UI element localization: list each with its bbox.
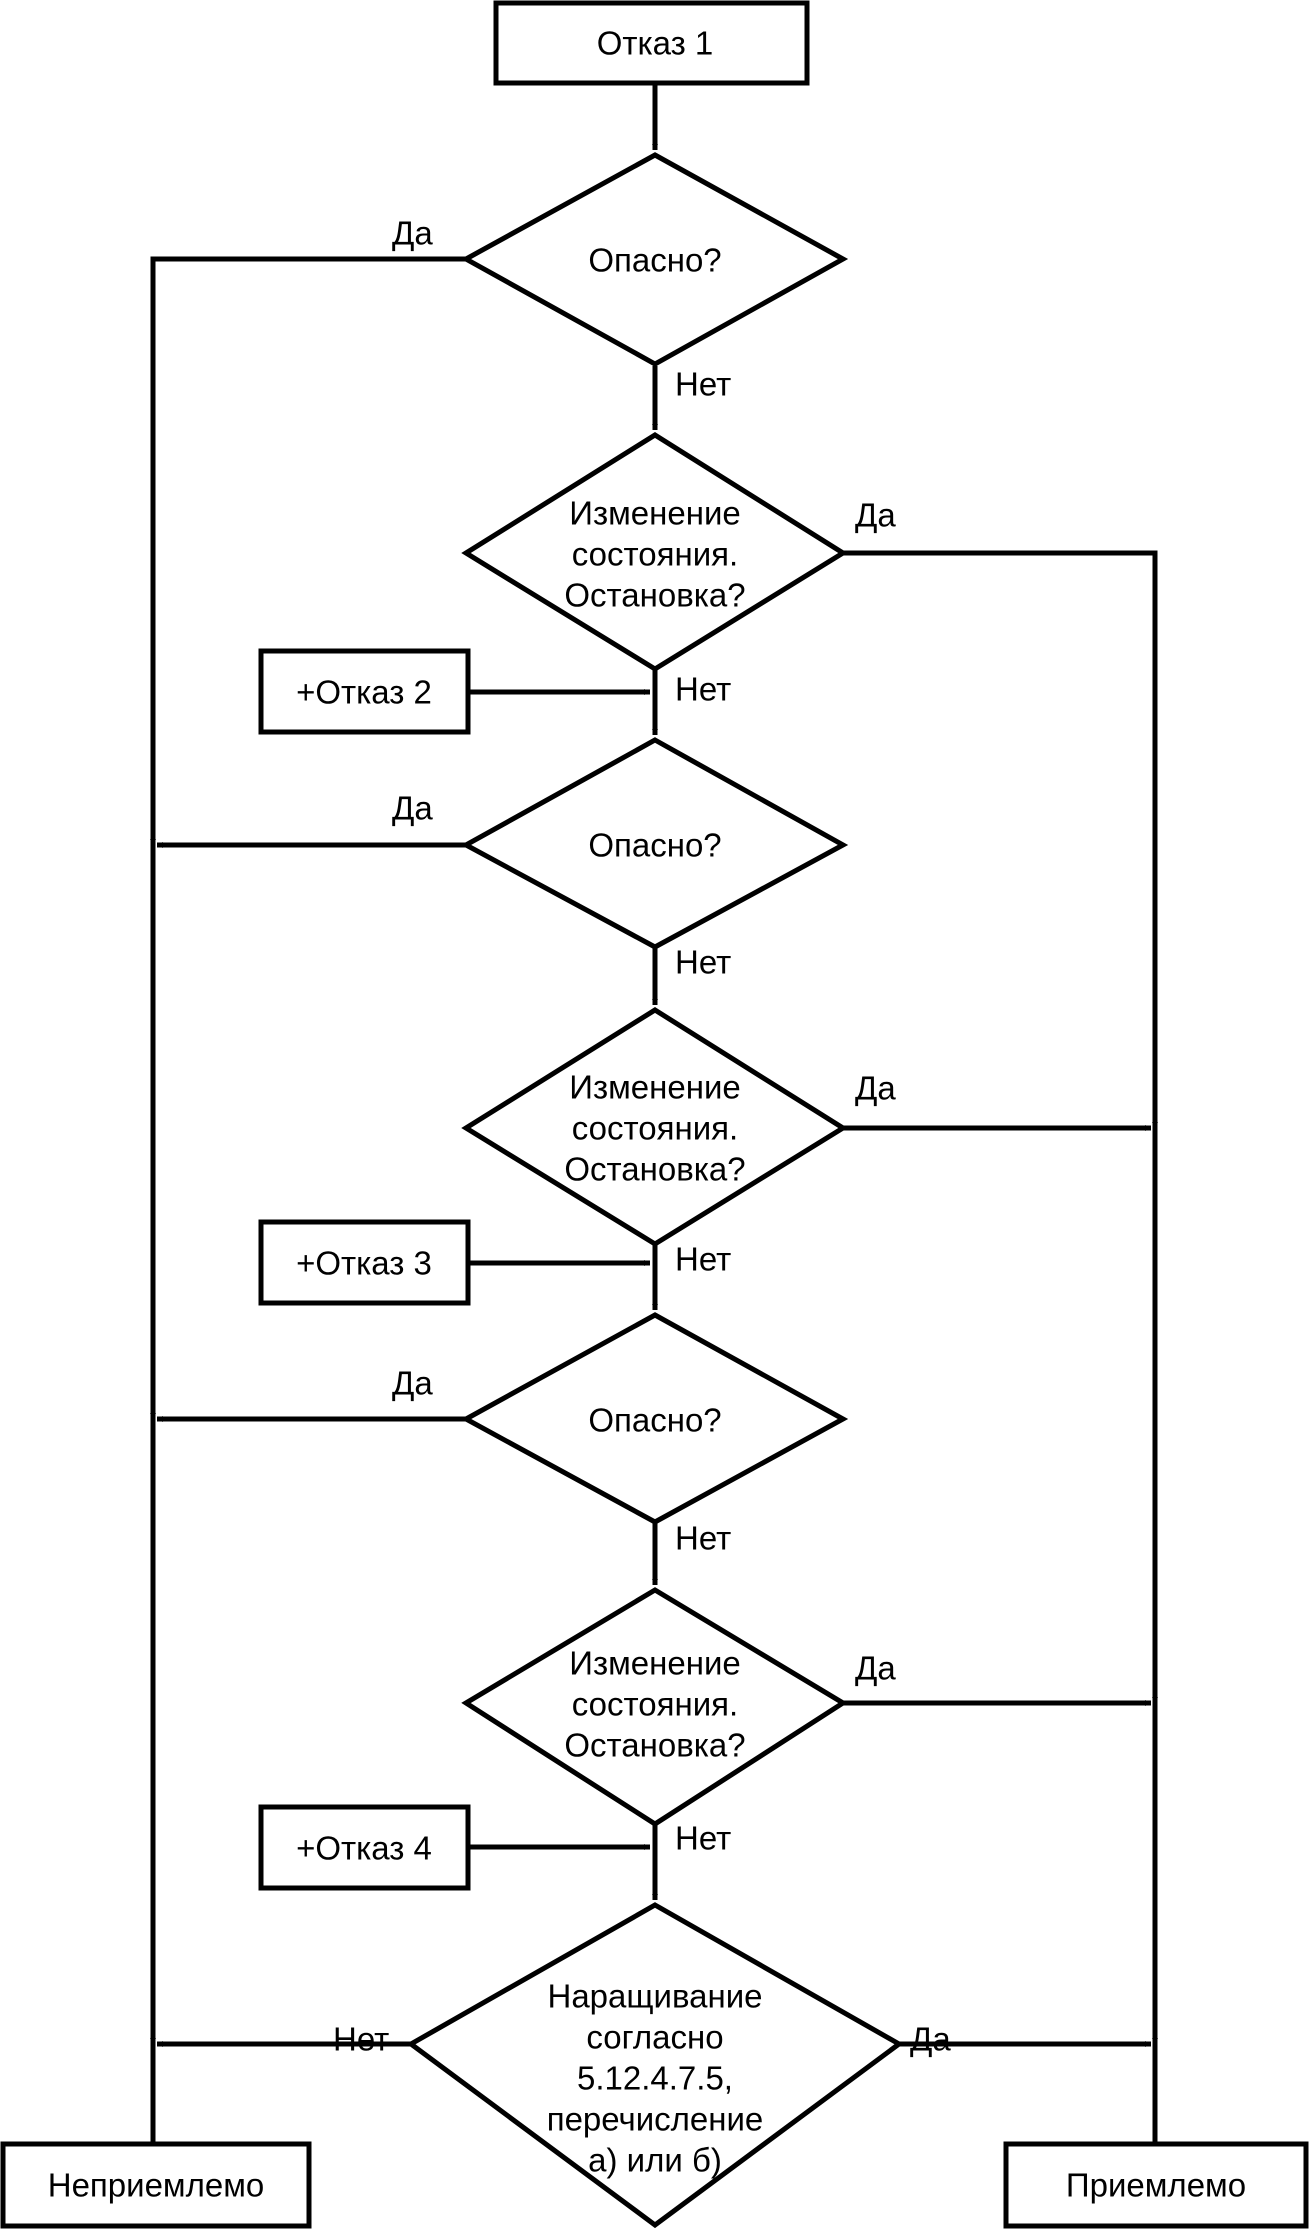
side-input-fault-4: +Отказ 4 [258, 1804, 471, 1891]
decision-6: Изменение состояния. Остановка? [461, 1587, 848, 1827]
decision-6-diamond [461, 1587, 848, 1827]
decision-4-line-1: Изменение [569, 1069, 740, 1106]
label-no-d4: Нет [675, 1241, 731, 1278]
arrow-d1-yes-left [150, 256, 466, 845]
fault-2-label: +Отказ 2 [296, 674, 432, 711]
label-yes-d2: Да [855, 497, 896, 534]
decision-6-line-2: состояния. [572, 1686, 738, 1723]
decision-3-diamond [460, 737, 849, 950]
decision-5-line-1: Опасно? [588, 1402, 721, 1439]
label-yes-d5: Да [392, 1365, 433, 1402]
decision-1-diamond [460, 152, 849, 367]
label-yes-d3: Да [392, 790, 433, 827]
label-yes-d6: Да [855, 1650, 896, 1687]
decision-4-diamond [461, 1007, 848, 1247]
label-no-d6: Нет [675, 1820, 731, 1857]
decision-7-line-5: а) или б) [588, 2142, 722, 2179]
decision-4-line-2: состояния. [572, 1110, 738, 1147]
terminal-acceptable: Приемлемо [1003, 2141, 1309, 2229]
decision-7: Наращивание согласно 5.12.4.7.5, перечис… [406, 1902, 904, 2229]
terminal-unacceptable: Неприемлемо [0, 2141, 312, 2229]
label-no-d5: Нет [675, 1520, 731, 1557]
decision-2-line-3: Остановка? [564, 577, 745, 614]
unacceptable-label: Неприемлемо [48, 2167, 265, 2204]
decision-7-line-4: перечисление [547, 2101, 764, 2138]
decision-6-line-1: Изменение [569, 1645, 740, 1682]
decision-3-line-1: Опасно? [588, 827, 721, 864]
decision-6-line-3: Остановка? [564, 1727, 745, 1764]
label-no-d7: Нет [333, 2021, 389, 2058]
acceptable-label: Приемлемо [1066, 2167, 1246, 2204]
label-no-d1: Нет [675, 366, 731, 403]
decision-7-line-2: согласно [586, 2019, 723, 2056]
start-box [493, 0, 810, 86]
fault-2-box [258, 648, 471, 735]
arrow-d2-yes-right [843, 550, 1158, 1128]
decision-5: Опасно? [460, 1312, 849, 1525]
decision-5-diamond [460, 1312, 849, 1525]
start-node: Отказ 1 [493, 0, 810, 86]
side-input-fault-3: +Отказ 3 [258, 1219, 471, 1306]
unacceptable-box [0, 2141, 312, 2229]
acceptable-box [1003, 2141, 1309, 2229]
label-no-d2: Нет [675, 671, 731, 708]
decision-2-line-2: состояния. [572, 536, 738, 573]
side-input-fault-2: +Отказ 2 [258, 648, 471, 735]
label-yes-d1: Да [392, 215, 433, 252]
fault-4-label: +Отказ 4 [296, 1830, 432, 1867]
label-yes-d7: Да [910, 2021, 951, 2058]
decision-7-line-3: 5.12.4.7.5, [577, 2060, 733, 2097]
label-no-d3: Нет [675, 944, 731, 981]
decision-1: Опасно? [460, 152, 849, 367]
decision-3: Опасно? [460, 737, 849, 950]
fault-4-box [258, 1804, 471, 1891]
decision-1-line-1: Опасно? [588, 242, 721, 279]
label-yes-d4: Да [855, 1070, 896, 1107]
connectors [150, 83, 1158, 2144]
decision-4-line-3: Остановка? [564, 1151, 745, 1188]
decision-2: Изменение состояния. Остановка? [461, 432, 848, 672]
decision-2-diamond [461, 432, 848, 672]
start-label: Отказ 1 [597, 25, 714, 62]
decision-7-diamond [406, 1902, 904, 2229]
decision-7-line-1: Наращивание [548, 1978, 763, 2015]
decision-4: Изменение состояния. Остановка? [461, 1007, 848, 1247]
edge-labels: Да Нет Да Нет Да Нет Да Нет Да Нет Да Не… [333, 215, 951, 2058]
fault-3-label: +Отказ 3 [296, 1245, 432, 1282]
decision-2-line-1: Изменение [569, 495, 740, 532]
fault-3-box [258, 1219, 471, 1306]
